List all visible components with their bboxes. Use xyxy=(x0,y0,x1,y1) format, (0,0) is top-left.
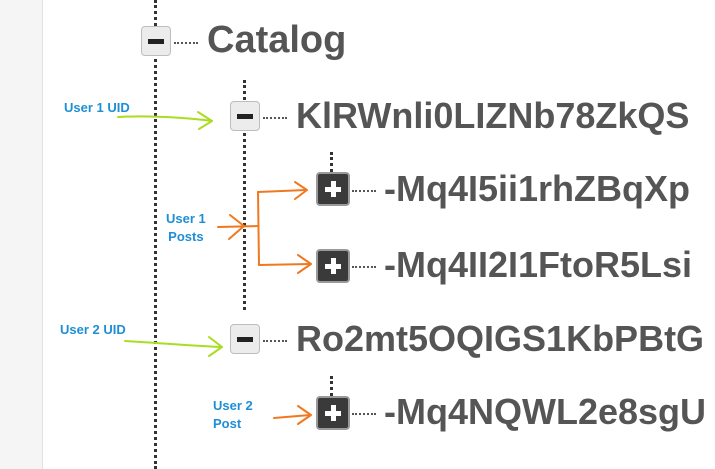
minus-icon xyxy=(148,38,164,44)
user1-post2-node-label[interactable]: -Mq4II2I1FtoR5Lsi xyxy=(384,244,693,285)
tree-connector xyxy=(352,413,376,415)
orange-arrowhead-post1 xyxy=(294,181,308,200)
orange-arrow-posts-annotation xyxy=(217,225,259,228)
annotation-user1-posts-line1: User 1 xyxy=(166,211,206,226)
annotation-user1-posts-line2: Posts xyxy=(168,229,204,244)
user2-post1-node-label[interactable]: -Mq4NQWL2e8sgU xyxy=(384,391,707,432)
user1-post1-node-label[interactable]: -Mq4I5ii1rhZBqXp xyxy=(384,168,691,209)
annotation-user2-post-line2: Post xyxy=(213,416,242,431)
tree-line-user1-post1-stub xyxy=(330,152,333,172)
annotation-user1-uid: User 1 UID xyxy=(64,100,130,115)
user1-post1-expand-toggle[interactable] xyxy=(316,172,350,206)
user1-post2-expand-toggle[interactable] xyxy=(316,249,350,283)
orange-arrow-user1-post2 xyxy=(258,263,311,266)
annotation-user2-post-line1: User 2 xyxy=(213,398,253,413)
annotation-user2-post: User 2 Post xyxy=(213,397,253,433)
user2-uid-node-label[interactable]: Ro2mt5OQIGS1KbPBtG xyxy=(296,318,705,359)
annotation-user1-posts: User 1 Posts xyxy=(166,210,206,246)
user2-uid-collapse-toggle[interactable] xyxy=(230,324,260,354)
minus-icon xyxy=(237,113,253,119)
left-panel-strip xyxy=(0,0,43,469)
tree-connector xyxy=(352,266,376,268)
tree-connector xyxy=(352,190,376,192)
orange-arrow-user1-post1 xyxy=(257,189,307,193)
tree-connector xyxy=(263,117,287,119)
user2-post1-expand-toggle[interactable] xyxy=(316,396,350,430)
minus-icon xyxy=(237,336,253,342)
green-arrow-user1 xyxy=(117,115,213,122)
annotation-user2-uid: User 2 UID xyxy=(60,322,126,337)
tree-line-user1 xyxy=(243,80,246,310)
green-arrowhead-user2 xyxy=(208,336,223,357)
orange-arrowhead-posts-annotation xyxy=(228,214,245,240)
orange-arrowhead-user2-post xyxy=(297,405,312,425)
user1-uid-node-label[interactable]: KlRWnli0LIZNb78ZkQS xyxy=(296,95,690,136)
user1-uid-collapse-toggle[interactable] xyxy=(230,101,260,131)
tree-connector xyxy=(263,340,287,342)
orange-bracket xyxy=(257,191,260,266)
green-arrow-user2 xyxy=(124,340,223,348)
catalog-collapse-toggle[interactable] xyxy=(141,26,171,56)
orange-arrowhead-post2 xyxy=(297,254,312,274)
orange-arrow-user2-post xyxy=(273,414,311,419)
catalog-node-label[interactable]: Catalog xyxy=(207,19,347,61)
tree-line-root xyxy=(154,0,157,469)
tree-line-user2-post-stub xyxy=(330,376,333,396)
tree-connector xyxy=(174,42,198,44)
green-arrowhead-user1 xyxy=(197,111,213,130)
